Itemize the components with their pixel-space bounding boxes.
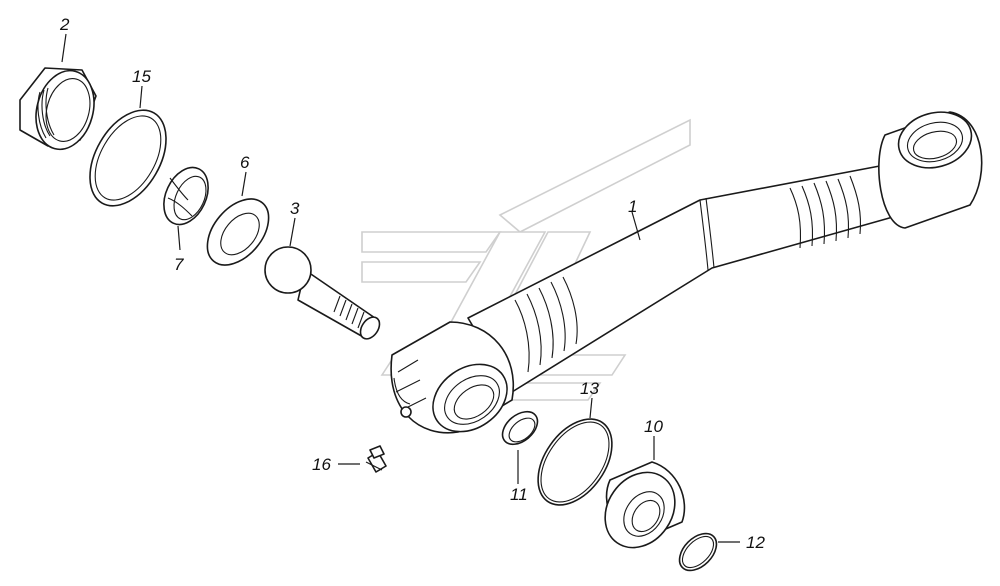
small-ring-part-12 — [678, 532, 718, 572]
seal-boot-part-10 — [604, 461, 686, 549]
callout-12: 12 — [746, 533, 765, 552]
ball-pin-part-3 — [264, 246, 381, 340]
callout-labels: 1 2 3 6 7 10 11 12 13 15 16 — [59, 15, 765, 552]
leader-lines — [61, 33, 740, 543]
tie-rod-part-1 — [390, 111, 983, 434]
o-ring-part-13 — [537, 418, 613, 506]
flat-ring-part-15 — [89, 109, 167, 207]
bearing-ring-part-6 — [206, 198, 270, 266]
callout-10: 10 — [644, 417, 663, 436]
callout-2: 2 — [59, 15, 70, 34]
grease-fitting-part-16 — [365, 445, 387, 473]
threaded-nut-part-2 — [19, 67, 97, 151]
callout-3: 3 — [290, 199, 300, 218]
callout-11: 11 — [510, 485, 528, 504]
callout-6: 6 — [240, 153, 250, 172]
callout-1: 1 — [628, 197, 637, 216]
split-liner-part-7 — [163, 166, 209, 226]
snap-ring-part-11 — [501, 410, 539, 446]
callout-16: 16 — [312, 455, 331, 474]
callout-13: 13 — [580, 379, 599, 398]
callout-15: 15 — [132, 67, 151, 86]
callout-7: 7 — [174, 255, 184, 274]
